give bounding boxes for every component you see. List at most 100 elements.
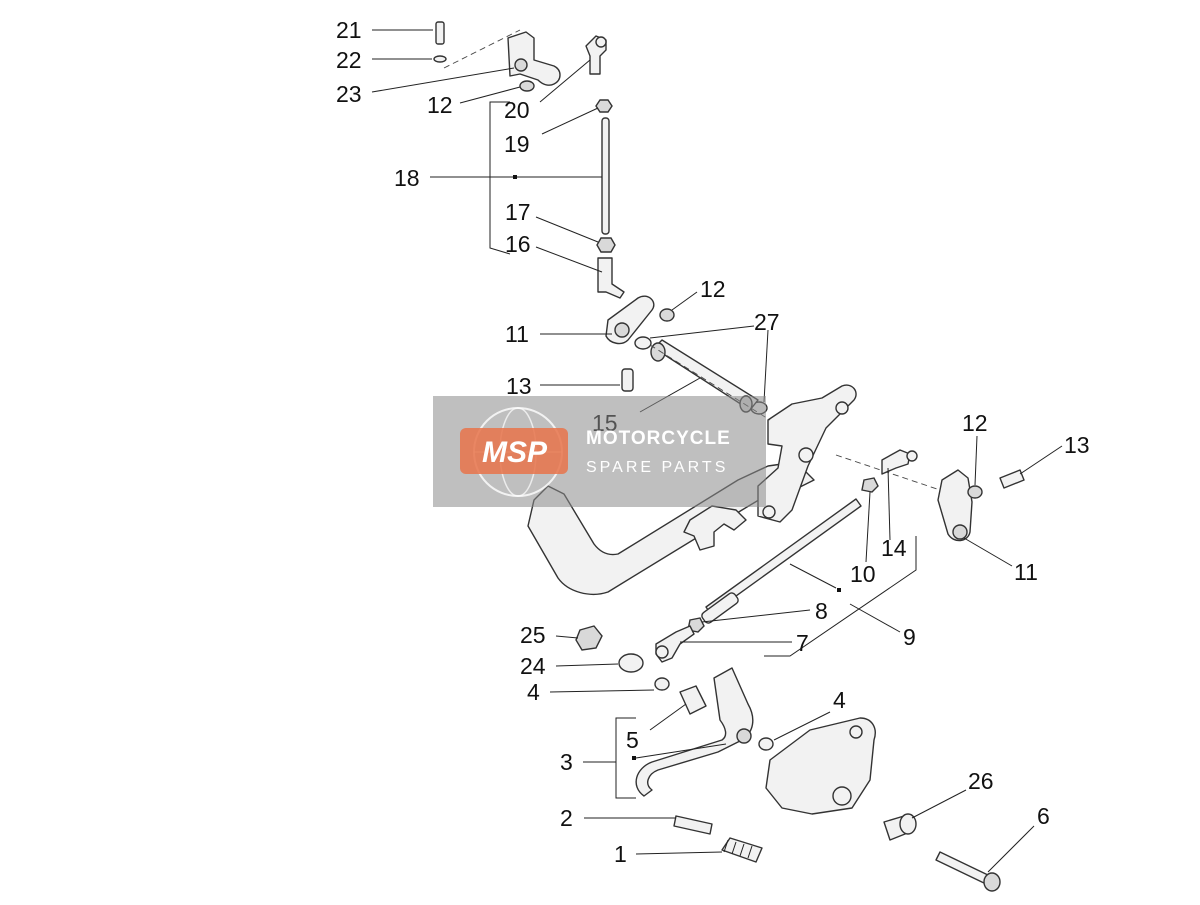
bracket-18 — [489, 101, 511, 255]
leader-4-right — [773, 711, 831, 741]
callout-18: 18 — [394, 165, 420, 191]
ball-joint-14 — [881, 449, 911, 475]
leader-27-b — [763, 329, 769, 403]
bushing-23 — [514, 58, 528, 72]
callout-26: 26 — [968, 768, 994, 794]
callout-25: 25 — [520, 622, 546, 648]
leader-16 — [535, 246, 603, 273]
watermark-line2: SPARE PARTS — [586, 459, 728, 476]
lever-11-left-boss — [614, 322, 630, 338]
washer-24 — [618, 653, 644, 673]
callout-22: 22 — [336, 47, 362, 73]
callout-24: 24 — [520, 653, 546, 679]
screw-21 — [435, 21, 445, 45]
nut-12-right — [967, 485, 983, 499]
leader-12-top — [459, 86, 521, 104]
washer-22 — [433, 55, 447, 63]
group-marker-9 — [837, 588, 841, 592]
leader-25 — [555, 635, 579, 639]
callout-13-left: 13 — [506, 373, 532, 399]
leader-26 — [911, 789, 967, 819]
pedal-bracket-hole-2 — [849, 725, 863, 739]
leader-lines — [371, 29, 1063, 873]
gear-pedal-3 — [635, 667, 754, 797]
screw-6-head — [983, 872, 1001, 892]
leader-1 — [635, 851, 723, 855]
shaft-15-end — [650, 342, 666, 362]
right-linkage — [861, 449, 1025, 542]
callout-6: 6 — [1037, 803, 1050, 829]
pedal-assembly — [575, 625, 1001, 892]
ball-joint-14-stud — [906, 450, 918, 462]
screw-6 — [935, 851, 991, 885]
ball-joint-7-stud — [655, 645, 669, 659]
washer-27-a — [634, 336, 652, 350]
callout-12-top: 12 — [427, 92, 453, 118]
leader-19 — [541, 107, 599, 135]
pedal-bracket-hole — [832, 786, 852, 806]
watermark-logo-box — [460, 428, 568, 474]
nut-25 — [575, 625, 603, 651]
lever-23 — [507, 31, 561, 86]
leader-5 — [649, 703, 687, 731]
callout-16: 16 — [505, 231, 531, 257]
axis-line-shaft — [649, 344, 771, 421]
callout-8: 8 — [815, 598, 828, 624]
callout-12-mid: 12 — [700, 276, 726, 302]
leader-4-left — [549, 689, 655, 693]
leader-24 — [555, 663, 619, 667]
ring-4-left — [654, 677, 670, 691]
spacer-26-flange — [899, 813, 917, 835]
screw-13-left — [621, 368, 634, 392]
ball-joint-20-stud — [595, 36, 607, 48]
lever-11-left — [605, 295, 655, 345]
callout-1: 1 — [614, 841, 627, 867]
nut-12-top — [519, 80, 535, 92]
callout-17: 17 — [505, 199, 531, 225]
callout-20: 20 — [504, 97, 530, 123]
group-marker-3 — [632, 756, 636, 760]
shaft-assembly — [605, 295, 768, 415]
leader-20 — [539, 59, 591, 103]
callout-11-left: 11 — [505, 321, 529, 347]
callout-labels: 21 22 23 12 20 19 18 17 16 12 11 27 13 1… — [336, 17, 1090, 867]
frame-hole-3 — [762, 505, 776, 519]
axis-line-top — [443, 29, 521, 69]
frame-hole-2 — [798, 447, 814, 463]
upper-linkage-group — [433, 21, 625, 299]
leader-9-rod — [789, 563, 837, 589]
group-marker-18 — [513, 175, 517, 179]
bracket-3 — [615, 717, 636, 799]
leader-17 — [535, 216, 599, 243]
callout-4-right: 4 — [833, 687, 846, 713]
callout-11-right: 11 — [1014, 559, 1038, 585]
callout-9: 9 — [903, 624, 916, 650]
leader-6 — [987, 825, 1035, 873]
leader-10 — [865, 491, 871, 563]
callout-3: 3 — [560, 749, 573, 775]
lever-11-right-boss — [952, 524, 968, 540]
leader-12-right — [974, 435, 978, 486]
gear-pedal-3-pivot — [736, 728, 752, 744]
leader-23 — [371, 67, 515, 93]
leader-11-right — [963, 537, 1013, 567]
leader-13-right — [1019, 445, 1063, 475]
pin-2 — [673, 815, 713, 835]
callout-5: 5 — [626, 727, 639, 753]
watermark-line1: MOTORCYCLE — [586, 428, 731, 449]
bracket-9 — [764, 536, 917, 657]
callout-12-right: 12 — [962, 410, 988, 436]
leader-3-pedal — [635, 743, 727, 759]
watermark: MSP MOTORCYCLE SPARE PARTS — [433, 396, 766, 507]
leader-14 — [887, 467, 891, 541]
bushing-5 — [679, 685, 707, 715]
callout-23: 23 — [336, 81, 362, 107]
rubber-1-ribs — [723, 839, 753, 859]
screw-13-right — [999, 469, 1025, 489]
callout-14: 14 — [881, 535, 907, 561]
nut-10 — [861, 477, 879, 493]
callout-4-left: 4 — [527, 679, 540, 705]
callout-13-right: 13 — [1064, 432, 1090, 458]
leader-8 — [701, 609, 811, 623]
